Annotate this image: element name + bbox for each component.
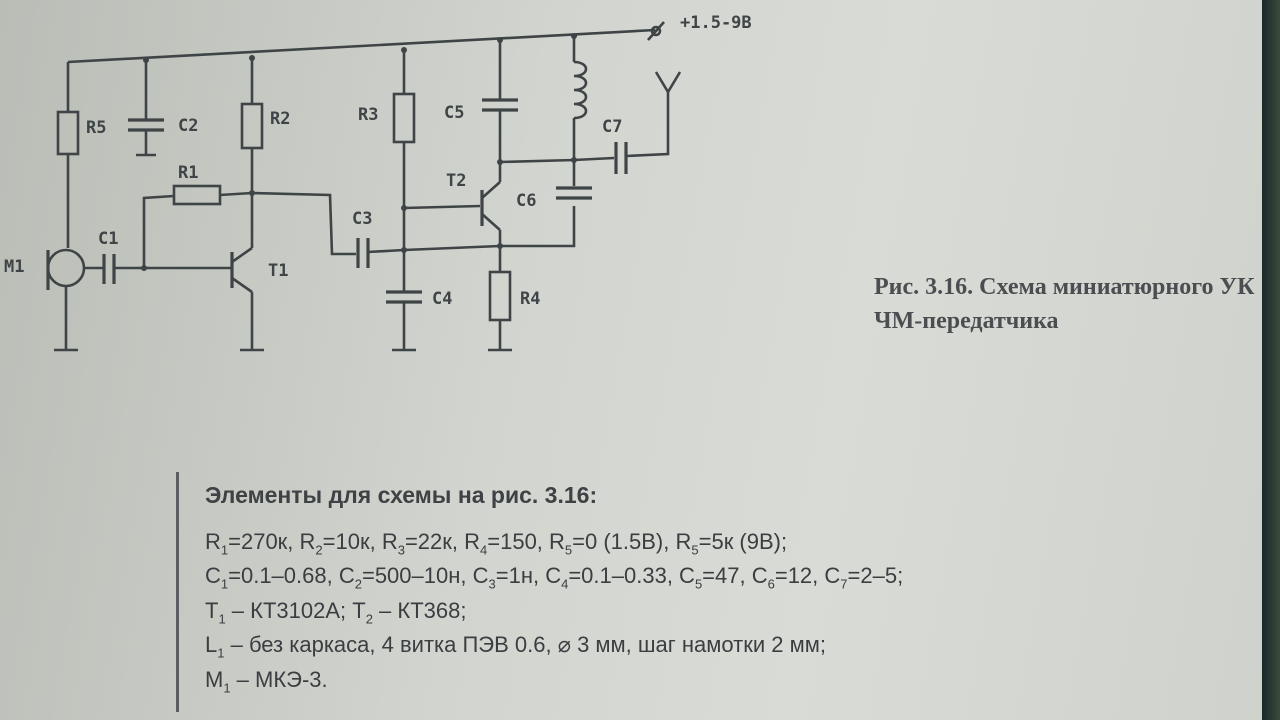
label-c3: C3 — [352, 209, 372, 229]
supply-rail — [67, 28, 656, 64]
elements-title: Элементы для схемы на рис. 3.16: — [205, 482, 598, 508]
element-line: C1=0.1–0.68, C2=500–10н, C3=1н, C4=0.1–0… — [205, 563, 904, 592]
resistor-r1 — [172, 184, 222, 206]
elements-lines: R1=270к, R2=10к, R3=22к, R4=150, R5=0 (1… — [205, 529, 1245, 701]
resistor-r3 — [392, 92, 416, 144]
label-r3: R3 — [358, 105, 378, 125]
resistor-r4 — [488, 270, 512, 322]
element-line: L1 – без каркаса, 4 витка ПЭВ 0.6, ⌀ 3 м… — [205, 632, 826, 661]
caption-line-1: Рис. 3.16. Схема миниатюрного УК — [874, 274, 1255, 300]
element-line: M1 – МКЭ-3. — [205, 666, 328, 695]
label-c2: C2 — [178, 116, 198, 136]
elements-list-box: Элементы для схемы на рис. 3.16: R1=270к… — [176, 472, 1245, 712]
label-c7: C7 — [602, 117, 622, 137]
supply-label: +1.5-9В — [680, 13, 752, 33]
label-c6: C6 — [516, 191, 536, 211]
resistor-r2 — [240, 102, 264, 150]
label-c4: C4 — [432, 289, 452, 309]
label-t2: T2 — [446, 171, 466, 191]
microphone-m1 — [46, 248, 86, 288]
label-c1: C1 — [98, 229, 118, 249]
label-r1: R1 — [178, 163, 198, 183]
antenna-icon — [654, 71, 682, 95]
supply-terminal — [650, 25, 662, 37]
inductor-l1 — [573, 60, 588, 120]
element-line: T1 – КТ3102А; T2 – КТ368; — [205, 597, 467, 627]
label-r5: R5 — [86, 118, 106, 138]
element-line: R1=270к, R2=10к, R3=22к, R4=150, R5=0 (1… — [205, 529, 788, 558]
label-r2: R2 — [270, 109, 290, 129]
label-c5: C5 — [444, 103, 464, 123]
label-r4: R4 — [520, 289, 540, 309]
label-t1: T1 — [268, 261, 288, 281]
supply-terminal-icon — [647, 21, 665, 41]
resistor-r5 — [56, 110, 80, 156]
label-m1: M1 — [4, 257, 24, 277]
figure-caption: Рис. 3.16. Схема миниатюрного УК ЧМ-пере… — [874, 270, 1274, 338]
page-edge — [1262, 0, 1280, 720]
caption-line-2: ЧМ-передатчика — [874, 308, 1059, 334]
